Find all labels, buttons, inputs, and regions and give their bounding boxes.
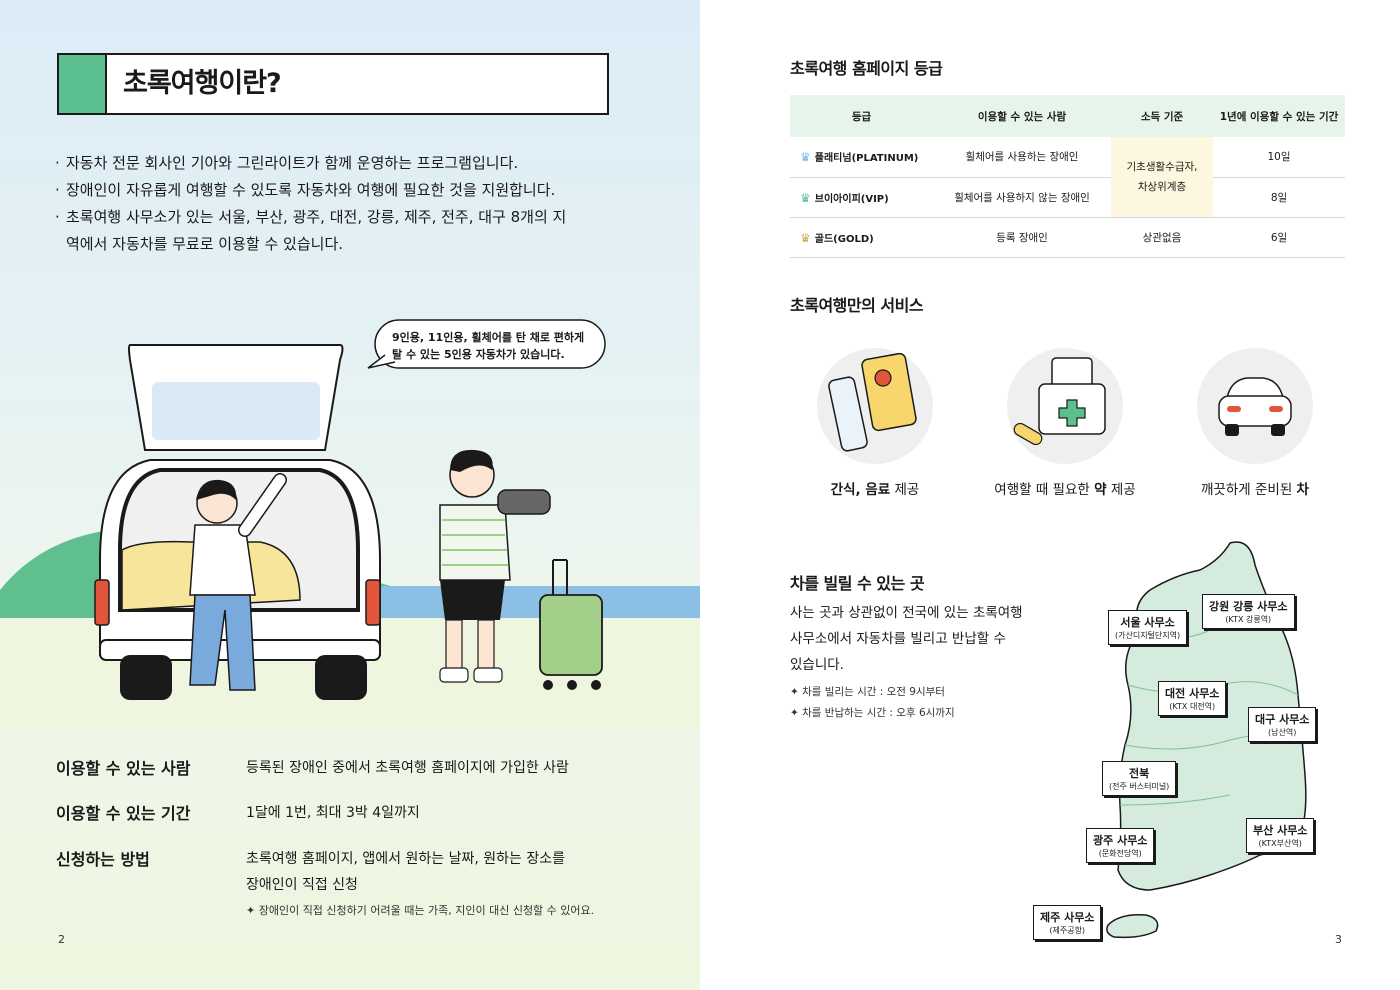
crown-icon: ♛ [800, 150, 811, 165]
office-daejeon: 대전 사무소(KTX 대전역) [1158, 681, 1227, 716]
suitcase [539, 559, 603, 690]
rent-note: ✦ 차를 빌리는 시간 : 오전 9시부터 [790, 686, 945, 698]
days-cell: 8일 [1213, 177, 1345, 218]
title-accent [59, 55, 107, 113]
page-number-left: 2 [58, 933, 65, 946]
left-page: 초록여행이란? 자동차 전문 회사인 기아와 그린라이트가 함께 운영하는 프로… [0, 0, 700, 990]
info-note: ✦ 장애인이 직접 신청하기 어려울 때는 가족, 지인이 대신 신청할 수 있… [246, 904, 595, 917]
office-seoul: 서울 사무소(가산디지털단지역) [1108, 610, 1188, 645]
right-page: 초록여행 홈페이지 등급 등급 이용할 수 있는 사람 소득 기준 1년에 이용… [700, 0, 1400, 990]
speech-bubble: 9인용, 11인용, 휠체어를 탄 채로 편하게 탈 수 있는 5인용 자동차가… [367, 319, 606, 369]
who-cell: 등록 장애인 [933, 217, 1111, 258]
table-header: 등급 [790, 95, 933, 137]
info-row-period: 이용할 수 있는 기간 1달에 1번, 최대 3박 4일까지 [56, 800, 420, 826]
table-row: ♛플래티넘(PLATINUM) 휠체어를 사용하는 장애인 기초생활수급자,차상… [790, 137, 1345, 218]
bubble-line-1: 9인용, 11인용, 휠체어를 탄 채로 편하게 [392, 330, 584, 344]
bubble-line-2: 탈 수 있는 5인용 자동차가 있습니다. [392, 347, 565, 361]
person-with-binoculars [439, 449, 551, 683]
info-value-line-1: 초록여행 홈페이지, 앱에서 원하는 날짜, 원하는 장소를 [246, 851, 565, 867]
info-value: 등록된 장애인 중에서 초록여행 홈페이지에 가입한 사람 [246, 760, 569, 776]
income-cell: 상관없음 [1111, 217, 1213, 258]
intro-item: 초록여행 사무소가 있는 서울, 부산, 광주, 대전, 강릉, 제주, 전주,… [55, 204, 575, 258]
jeju-island [1106, 913, 1159, 939]
crown-icon: ♛ [800, 190, 811, 205]
table-header-row: 등급 이용할 수 있는 사람 소득 기준 1년에 이용할 수 있는 기간 [790, 95, 1345, 137]
car-illustration [94, 344, 381, 700]
income-cell: 기초생활수급자,차상위계층 [1111, 137, 1213, 218]
who-cell: 휠체어를 사용하지 않는 장애인 [933, 177, 1111, 218]
info-value: 1달에 1번, 최대 3박 4일까지 [246, 805, 420, 821]
medicine-kit-icon [1007, 348, 1123, 464]
intro-list: 자동차 전문 회사인 기아와 그린라이트가 함께 운영하는 프로그램입니다. 장… [55, 150, 575, 258]
table-header: 소득 기준 [1111, 95, 1213, 137]
info-value-line-2: 장애인이 직접 신청 [246, 877, 358, 893]
snack-drink-icon [817, 348, 933, 464]
who-cell: 휠체어를 사용하는 장애인 [933, 137, 1111, 178]
page-title: 초록여행이란? [123, 68, 282, 99]
office-gwangju: 광주 사무소(문화전당역) [1086, 828, 1155, 863]
service-label: 여행할 때 필요한 약 제공 [994, 482, 1136, 498]
rent-note: ✦ 차를 반납하는 시간 : 오후 6시까지 [790, 707, 955, 719]
intro-item: 자동차 전문 회사인 기아와 그린라이트가 함께 운영하는 프로그램입니다. [55, 150, 575, 177]
info-row-who: 이용할 수 있는 사람 등록된 장애인 중에서 초록여행 홈페이지에 가입한 사… [56, 755, 569, 781]
travel-illustration: 9인용, 11인용, 휠체어를 탄 채로 편하게 탈 수 있는 5인용 자동차가… [0, 319, 700, 730]
office-daegu: 대구 사무소(남산역) [1248, 707, 1317, 742]
days-cell: 6일 [1213, 217, 1345, 258]
intro-item: 장애인이 자유롭게 여행할 수 있도록 자동차와 여행에 필요한 것을 지원합니… [55, 177, 575, 204]
rent-section-title: 차를 빌릴 수 있는 곳 [790, 574, 925, 593]
grade-cell: ♛플래티넘(PLATINUM) [790, 137, 933, 178]
grade-cell: ♛골드(GOLD) [790, 217, 933, 258]
service-car: 깨끗하게 준비된 차 [1160, 345, 1350, 498]
office-busan: 부산 사무소(KTX부산역) [1246, 818, 1315, 853]
service-medicine: 여행할 때 필요한 약 제공 [970, 345, 1160, 498]
rent-desc-line: 있습니다. [790, 657, 844, 673]
days-cell: 10일 [1213, 137, 1345, 178]
service-section-title: 초록여행만의 서비스 [790, 296, 924, 315]
office-gangneung: 강원 강릉 사무소(KTX 강릉역) [1202, 594, 1295, 629]
service-snack: 간식, 음료 제공 [780, 345, 970, 498]
office-jeju: 제주 사무소(제주공항) [1033, 905, 1102, 940]
table-row: ♛브이아이피(VIP) 휠체어를 사용하지 않는 장애인 8일 [790, 177, 1345, 218]
grade-section-title: 초록여행 홈페이지 등급 [790, 59, 943, 78]
car-icon [1197, 348, 1313, 464]
info-label: 신청하는 방법 [56, 850, 150, 869]
rent-description: 사는 곳과 상관없이 전국에 있는 초록여행 사무소에서 자동차를 빌리고 반납… [790, 600, 1050, 678]
info-label: 이용할 수 있는 사람 [56, 759, 191, 778]
service-label: 간식, 음료 제공 [830, 482, 920, 498]
grade-cell: ♛브이아이피(VIP) [790, 177, 933, 218]
grade-table: 등급 이용할 수 있는 사람 소득 기준 1년에 이용할 수 있는 기간 ♛플래… [790, 95, 1345, 258]
office-jeonbuk: 전북(전주 버스터미널) [1102, 761, 1177, 796]
table-row: ♛골드(GOLD) 등록 장애인 상관없음 6일 [790, 217, 1345, 258]
page-number-right: 3 [1335, 933, 1342, 946]
service-label: 깨끗하게 준비된 차 [1201, 482, 1309, 498]
title-box: 초록여행이란? [57, 53, 609, 115]
crown-icon: ♛ [800, 230, 811, 245]
rent-desc-line: 사무소에서 자동차를 빌리고 반납할 수 [790, 631, 1006, 647]
table-header: 1년에 이용할 수 있는 기간 [1213, 95, 1345, 137]
rent-desc-line: 사는 곳과 상관없이 전국에 있는 초록여행 [790, 605, 1023, 621]
info-label: 이용할 수 있는 기간 [56, 804, 191, 823]
info-row-how: 신청하는 방법 초록여행 홈페이지, 앱에서 원하는 날짜, 원하는 장소를 장… [56, 846, 594, 920]
table-header: 이용할 수 있는 사람 [933, 95, 1111, 137]
